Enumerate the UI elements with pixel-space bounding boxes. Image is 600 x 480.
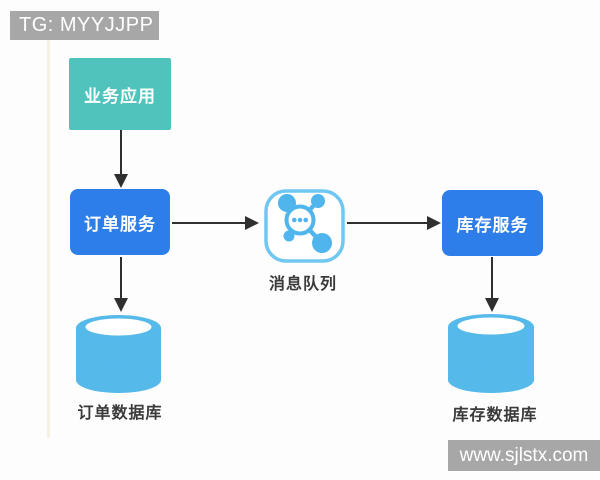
edge-business-to-order-arrowhead [114, 174, 128, 188]
left-guide-line [47, 40, 50, 438]
edge-order-to-orderdb-arrowhead [114, 298, 128, 312]
edge-queue-to-inventory-arrowhead [427, 216, 441, 230]
inventory-database-cylinder-icon [448, 314, 534, 393]
edge-order-to-orderdb-line [120, 257, 122, 299]
order-database-cylinder-icon [76, 315, 161, 393]
edge-order-to-queue-arrowhead [245, 216, 259, 230]
node-order-service: 订单服务 [70, 189, 170, 255]
node-business-app: 业务应用 [69, 58, 171, 130]
watermark-site-badge: www.sjlstx.com [448, 440, 600, 471]
edge-queue-to-inventory-line [347, 222, 428, 224]
inventory-database-label: 库存数据库 [452, 407, 538, 424]
message-queue-label: 消息队列 [268, 276, 337, 293]
node-inventory-service: 库存服务 [442, 190, 543, 256]
edge-inventory-to-inventorydb-arrowhead [485, 298, 499, 312]
message-queue-hub-icon [262, 186, 346, 266]
edge-order-to-queue-line [172, 222, 246, 224]
edge-business-to-order-line [120, 130, 122, 175]
watermark-tg-badge: TG: MYYJJPP [10, 11, 159, 40]
order-database-label: 订单数据库 [77, 405, 163, 422]
edge-inventory-to-inventorydb-line [491, 257, 493, 299]
